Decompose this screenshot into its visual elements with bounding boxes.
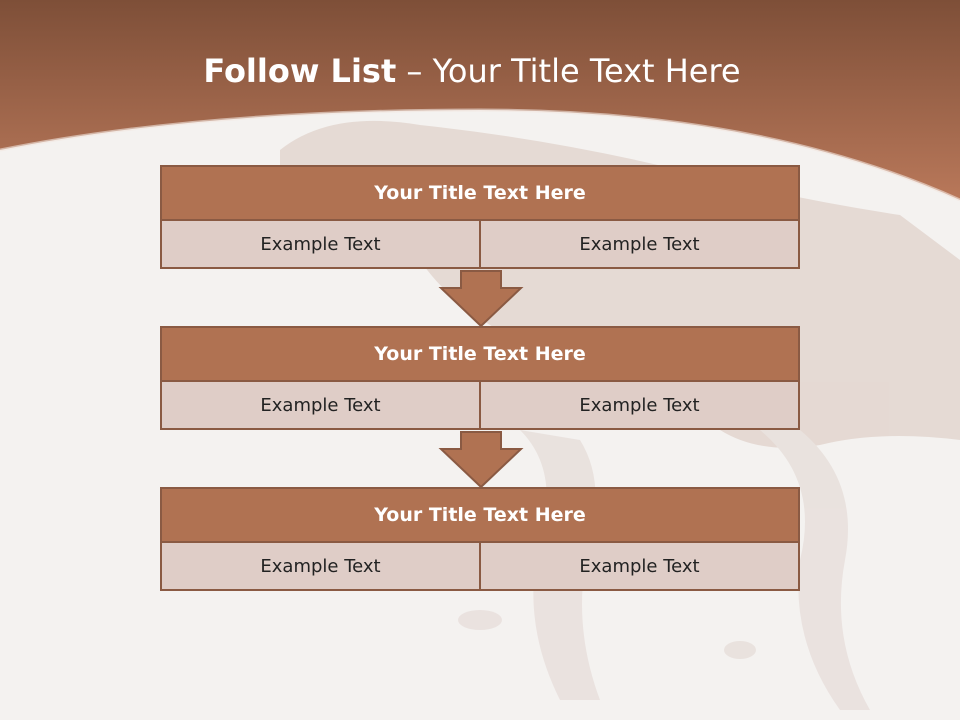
step-row-1: Example Text Example Text bbox=[160, 221, 800, 269]
slide-title-bold: Follow List bbox=[203, 52, 397, 90]
step-row-2: Example Text Example Text bbox=[160, 382, 800, 430]
step-cell-right-3: Example Text bbox=[481, 543, 800, 591]
step-title-3: Your Title Text Here bbox=[160, 487, 800, 543]
step-cell-left-3: Example Text bbox=[160, 543, 481, 591]
step-block-2: Your Title Text Here Example Text Exampl… bbox=[160, 326, 800, 430]
step-row-3: Example Text Example Text bbox=[160, 543, 800, 591]
down-arrow-icon bbox=[438, 270, 524, 328]
step-cell-right-1: Example Text bbox=[481, 221, 800, 269]
step-title-1: Your Title Text Here bbox=[160, 165, 800, 221]
step-block-1: Your Title Text Here Example Text Exampl… bbox=[160, 165, 800, 269]
step-block-3: Your Title Text Here Example Text Exampl… bbox=[160, 487, 800, 591]
slide-title-rest: – Your Title Text Here bbox=[396, 52, 741, 90]
slide-title: Follow List – Your Title Text Here bbox=[0, 52, 944, 90]
step-cell-left-2: Example Text bbox=[160, 382, 481, 430]
down-arrow-icon bbox=[438, 431, 524, 489]
step-cell-left-1: Example Text bbox=[160, 221, 481, 269]
step-title-2: Your Title Text Here bbox=[160, 326, 800, 382]
step-cell-right-2: Example Text bbox=[481, 382, 800, 430]
